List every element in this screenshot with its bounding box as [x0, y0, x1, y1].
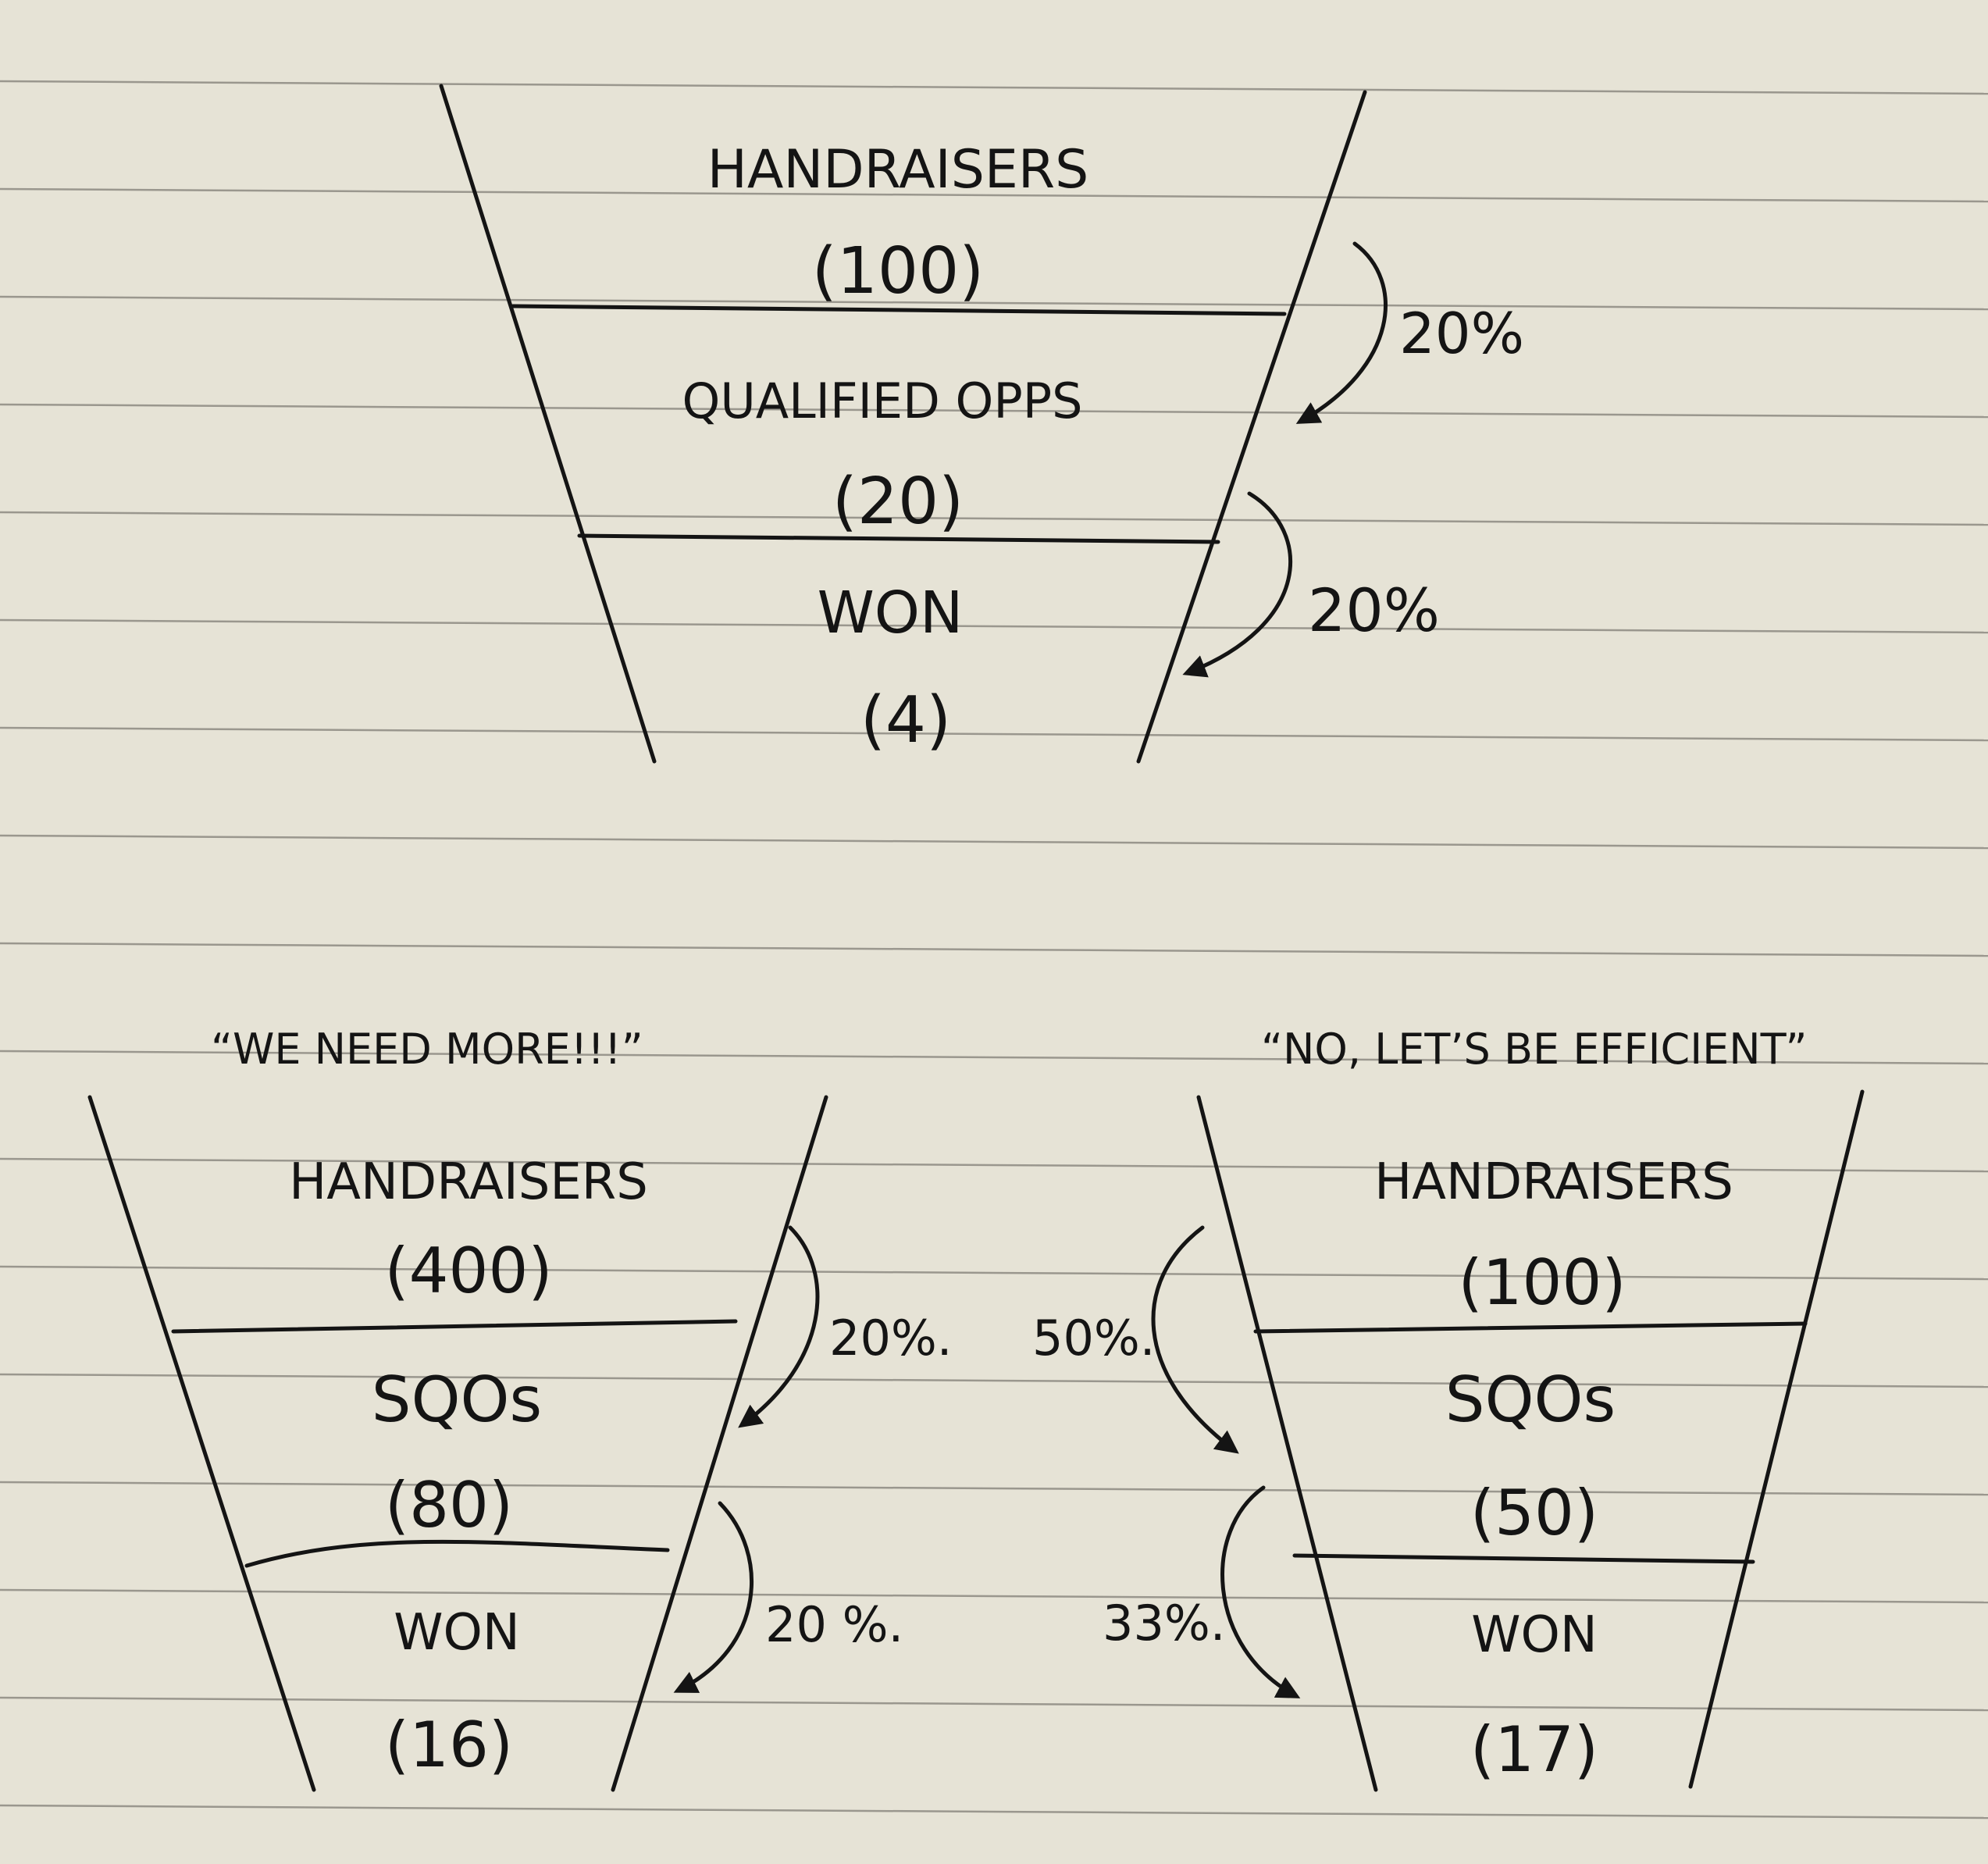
left-stage-2-label: SQOs	[372, 1363, 542, 1436]
right-stage-1-count: (100)	[1458, 1246, 1626, 1319]
left-funnel-divider-1	[171, 1319, 738, 1334]
ruled-line	[0, 403, 1988, 419]
left-funnel-caption: “WE NEED MORE!!!”	[211, 1025, 643, 1074]
left-funnel-divider-2	[244, 1539, 670, 1568]
top-conversion-arrow-2	[1182, 491, 1292, 678]
top-funnel-divider-2	[577, 533, 1220, 544]
right-funnel-caption: “NO, LET’S BE EFFICIENT”	[1261, 1025, 1807, 1074]
right-stage-2-label: SQOs	[1445, 1363, 1616, 1436]
ruled-line	[0, 834, 1988, 850]
ruled-line	[0, 1481, 1988, 1496]
left-stage-1-count: (400)	[384, 1235, 552, 1307]
left-conversion-arrow-2	[673, 1501, 754, 1693]
left-funnel-right-side	[611, 1095, 828, 1792]
right-conversion-label-2: 33%.	[1103, 1595, 1226, 1652]
ruled-line	[0, 1157, 1988, 1173]
right-stage-1-label: HANDRAISERS	[1374, 1153, 1733, 1211]
right-conversion-arrow-1	[1151, 1225, 1239, 1454]
ruled-line	[0, 295, 1988, 311]
top-conversion-label-2: 20%	[1308, 576, 1440, 645]
left-conversion-label-2: 20 %.	[765, 1596, 903, 1653]
left-stage-1-label: HANDRAISERS	[289, 1153, 648, 1211]
top-funnel: HANDRAISERS (100) QUALIFIED OPPS (20) WO…	[439, 84, 1524, 764]
top-stage-1-label: HANDRAISERS	[707, 139, 1088, 201]
right-funnel: “NO, LET’S BE EFFICIENT” HANDRAISERS (10…	[1032, 1025, 1865, 1792]
left-conversion-arrow-1	[738, 1225, 820, 1428]
top-stage-2-label: QUALIFIED OPPS	[682, 372, 1083, 429]
right-funnel-divider-1	[1253, 1321, 1808, 1334]
top-stage-3-count: (4)	[860, 683, 951, 757]
ruled-lines	[0, 80, 1988, 1819]
right-conversion-label-1: 50%.	[1032, 1310, 1156, 1367]
right-funnel-right-side	[1688, 1089, 1865, 1789]
ruled-line	[0, 1588, 1988, 1604]
ruled-line	[0, 1373, 1988, 1388]
right-funnel-left-side	[1196, 1095, 1378, 1792]
left-funnel: “WE NEED MORE!!!” HANDRAISERS (400) SQOs…	[87, 1025, 953, 1792]
left-stage-3-label: WON	[394, 1604, 520, 1662]
top-conversion-label-1: 20%	[1399, 301, 1524, 366]
top-conversion-arrow-1	[1295, 241, 1388, 424]
ruled-line	[0, 1265, 1988, 1281]
top-funnel-right-side	[1136, 90, 1367, 764]
ruled-line	[0, 942, 1988, 957]
ruled-line	[0, 187, 1988, 203]
ruled-line	[0, 1696, 1988, 1712]
right-stage-3-count: (17)	[1470, 1713, 1598, 1786]
right-funnel-divider-2	[1292, 1553, 1755, 1564]
left-conversion-label-1: 20%.	[829, 1310, 953, 1367]
left-stage-2-count: (80)	[385, 1469, 513, 1541]
top-stage-2-count: (20)	[832, 465, 964, 539]
left-funnel-left-side	[87, 1095, 316, 1792]
ruled-line	[0, 1050, 1988, 1065]
ruled-line	[0, 511, 1988, 526]
ruled-line	[0, 1804, 1988, 1819]
left-stage-3-count: (16)	[385, 1709, 513, 1781]
top-funnel-divider-1	[511, 304, 1287, 316]
top-stage-3-label: WON	[818, 579, 964, 647]
top-funnel-left-side	[439, 84, 657, 764]
right-conversion-arrow-2	[1220, 1485, 1301, 1698]
top-stage-1-count: (100)	[812, 234, 985, 308]
ruled-line	[0, 80, 1988, 95]
ruled-line	[0, 726, 1988, 742]
right-stage-3-label: WON	[1471, 1606, 1598, 1664]
ruled-line	[0, 618, 1988, 634]
right-stage-2-count: (50)	[1470, 1477, 1598, 1549]
